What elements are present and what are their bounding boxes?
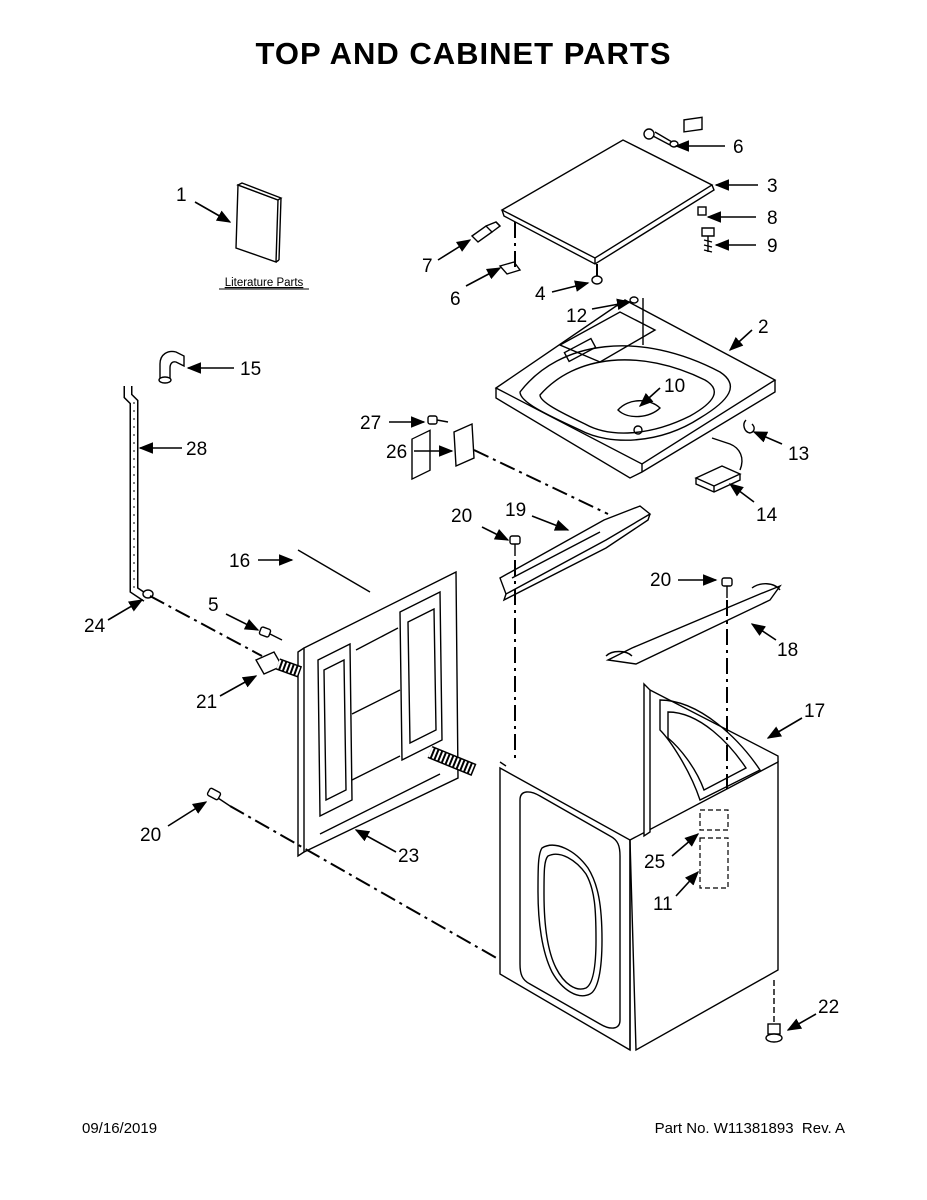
callout-label: 3 — [767, 176, 778, 197]
part-number: W11381893 — [713, 1120, 794, 1137]
inlet-hose — [427, 745, 477, 777]
callout-label: 20 — [140, 825, 161, 846]
part-no-label: Part No. — [654, 1120, 710, 1137]
top-panel — [494, 299, 777, 479]
callout-label: 22 — [818, 997, 839, 1018]
page-title: TOP AND CABINET PARTS — [255, 36, 672, 71]
callout-label: 6 — [733, 137, 744, 158]
hose-elbow — [158, 350, 185, 384]
drain-hose — [123, 386, 149, 602]
callout-label: 24 — [84, 616, 106, 637]
callout-label: 26 — [386, 442, 407, 463]
callout-label: 2 — [758, 317, 769, 338]
drain-pump — [255, 651, 303, 678]
lid — [500, 139, 715, 265]
bracket-plate — [453, 422, 475, 468]
callout-label: 17 — [804, 701, 825, 722]
pump-screw — [258, 626, 283, 641]
callout-label: 27 — [360, 413, 381, 434]
footer-part-number: Part No. W11381893 Rev. A — [655, 1120, 845, 1137]
lid-bumper — [591, 275, 603, 285]
callout-label: 13 — [788, 444, 809, 465]
rod — [297, 549, 371, 593]
bracket-screw — [427, 415, 449, 425]
rear-bracket — [605, 583, 782, 665]
callout-label: 23 — [398, 846, 419, 867]
rear-bracket-screw — [721, 577, 733, 598]
footer-date: 09/16/2019 — [82, 1120, 158, 1137]
rev-value: A — [834, 1120, 845, 1137]
callout-label: 15 — [240, 359, 261, 380]
callout-label: 5 — [208, 595, 219, 616]
rev-label: Rev. — [801, 1120, 832, 1137]
lid-switch-assembly — [694, 437, 743, 493]
literature-parts-label: Literature Parts — [225, 277, 304, 289]
callout-label: 9 — [767, 236, 778, 257]
literature-booklet — [235, 182, 283, 263]
wire-clip — [743, 419, 755, 434]
callout-label: 28 — [186, 439, 207, 460]
switch-screw — [701, 227, 715, 253]
callout-label: 20 — [451, 506, 472, 527]
callout-label: 20 — [650, 570, 671, 591]
leveling-foot — [765, 980, 783, 1043]
front-bracket — [499, 505, 652, 602]
callout-label: 25 — [644, 852, 665, 873]
top-panel-pin — [629, 296, 644, 345]
callout-label: 16 — [229, 551, 250, 572]
callout-label: 8 — [767, 208, 778, 229]
cabinet — [499, 682, 779, 1052]
rear-panel — [297, 429, 459, 858]
lid-screw — [470, 221, 502, 243]
callout-numbers: 1 2 3 4 5 6 6 7 8 9 10 11 12 13 14 15 16… — [84, 137, 839, 1018]
callout-label: 21 — [196, 692, 217, 713]
callout-label: 14 — [756, 505, 778, 526]
callout-label: 6 — [450, 289, 461, 310]
bracket-screw-top — [509, 535, 521, 556]
callout-label: 11 — [653, 894, 673, 915]
callout-label: 7 — [422, 256, 433, 277]
callout-label: 1 — [176, 185, 187, 206]
callout-arrows — [107, 140, 817, 1031]
callout-label: 19 — [505, 500, 526, 521]
cabinet-screw-left — [206, 787, 231, 807]
lid-clip — [498, 261, 522, 275]
callout-label: 10 — [664, 376, 685, 397]
hinge-pin — [643, 128, 679, 148]
lid-switch — [683, 116, 707, 216]
callout-label: 12 — [566, 306, 587, 327]
callout-label: 4 — [535, 284, 546, 305]
callout-label: 18 — [777, 640, 798, 661]
